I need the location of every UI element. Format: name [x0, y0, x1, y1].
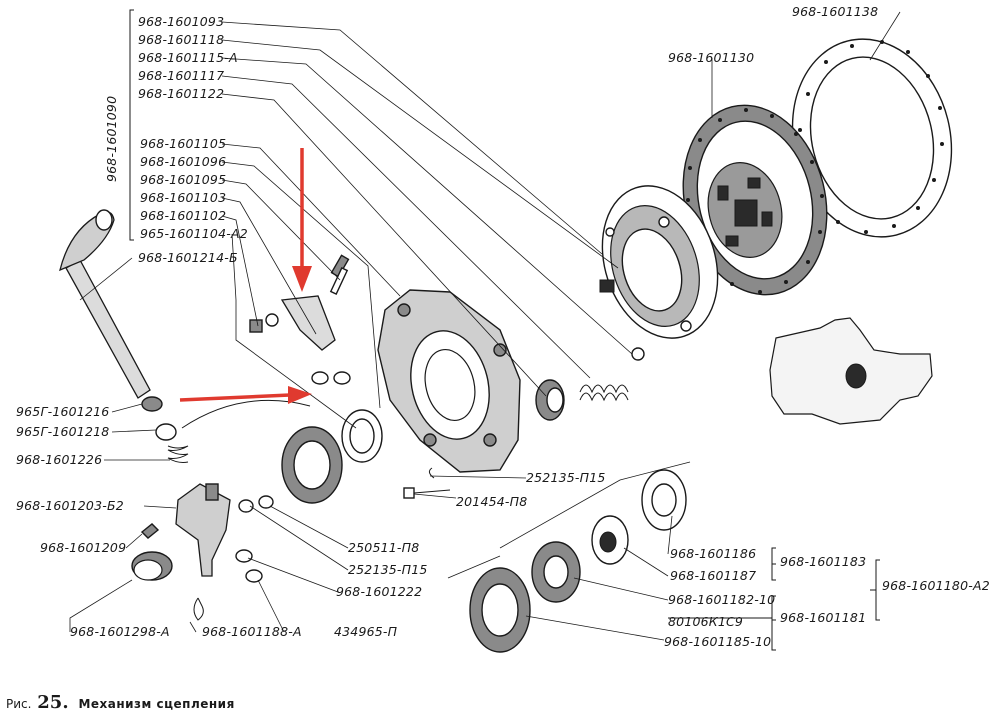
pressure-ring-drawing — [791, 38, 953, 238]
highlight-arrow-down — [292, 148, 312, 292]
label-1601182: 968-1601182-10 — [668, 592, 775, 607]
label-1601138: 968-1601138 — [792, 4, 878, 19]
release-lever-drawing — [249, 254, 383, 463]
label-1601096: 968-1601096 — [140, 154, 226, 169]
label-1601226: 968-1601226 — [16, 452, 102, 467]
label-1601188a: 968-1601188-А — [202, 624, 302, 639]
pressure-plate-drawing — [599, 185, 719, 339]
label-1601203b2: 968-1601203-Б2 — [16, 498, 124, 513]
leader-lines — [69, 9, 901, 651]
label-1601093: 968-1601093 — [138, 14, 224, 29]
spring-bushing-drawing — [535, 347, 645, 421]
label-1601298a: 968-1601298-А — [70, 624, 170, 639]
vehicle-silhouette-drawing — [769, 317, 933, 425]
label-252135b: 252135-П15 — [526, 470, 606, 485]
label-1601102: 968-1601102 — [140, 208, 226, 223]
label-1601122: 968-1601122 — [138, 86, 224, 101]
highlight-arrow-right — [179, 386, 312, 404]
bolt-drawing — [403, 467, 451, 499]
clutch-cover-drawing — [377, 289, 521, 473]
label-1601105: 968-1601105 — [140, 136, 226, 151]
label-965g1601218: 965Г-1601218 — [16, 424, 109, 439]
label-1601115a: 968-1601115-А — [138, 50, 238, 65]
caption-prefix: Рис. — [6, 697, 32, 711]
clutch-disc-drawing — [682, 104, 828, 296]
release-bearing-drawing — [281, 426, 691, 653]
label-1601187: 968-1601187 — [670, 568, 756, 583]
label-1601222: 968-1601222 — [336, 584, 422, 599]
label-80106: 80106К1С9 — [668, 614, 743, 629]
label-1601090: 968-1601090 — [104, 96, 119, 182]
part-labels: 968-1601093 968-1601118 968-1601115-А 96… — [16, 4, 990, 649]
label-1601186: 968-1601186 — [670, 546, 756, 561]
label-1601209: 968-1601209 — [40, 540, 126, 555]
label-1601118: 968-1601118 — [138, 32, 224, 47]
label-1601180a2: 968-1601180-А2 — [882, 578, 990, 593]
caption-title: Механизм сцепления — [78, 697, 235, 711]
figure-caption: Рис. 25. Механизм сцепления — [6, 692, 235, 713]
label-252135a: 252135-П15 — [348, 562, 428, 577]
label-434965: 434965-П — [334, 624, 398, 639]
label-250511: 250511-П8 — [348, 540, 419, 555]
label-1601117: 968-1601117 — [138, 68, 224, 83]
label-1601130: 968-1601130 — [668, 50, 754, 65]
label-1601214b: 968-1601214-Б — [138, 250, 238, 265]
release-fork-drawing — [131, 483, 274, 621]
caption-number: 25. — [37, 692, 69, 713]
label-201454: 201454-П8 — [456, 494, 527, 509]
label-1601185: 968-1601185-10 — [664, 634, 771, 649]
label-1601181: 968-1601181 — [780, 610, 866, 625]
label-1601104a2: 965-1601104-А2 — [140, 226, 248, 241]
label-965g1601216: 965Г-1601216 — [16, 404, 109, 419]
label-1601095: 968-1601095 — [140, 172, 226, 187]
label-1601183: 968-1601183 — [780, 554, 866, 569]
label-1601103: 968-1601103 — [140, 190, 226, 205]
